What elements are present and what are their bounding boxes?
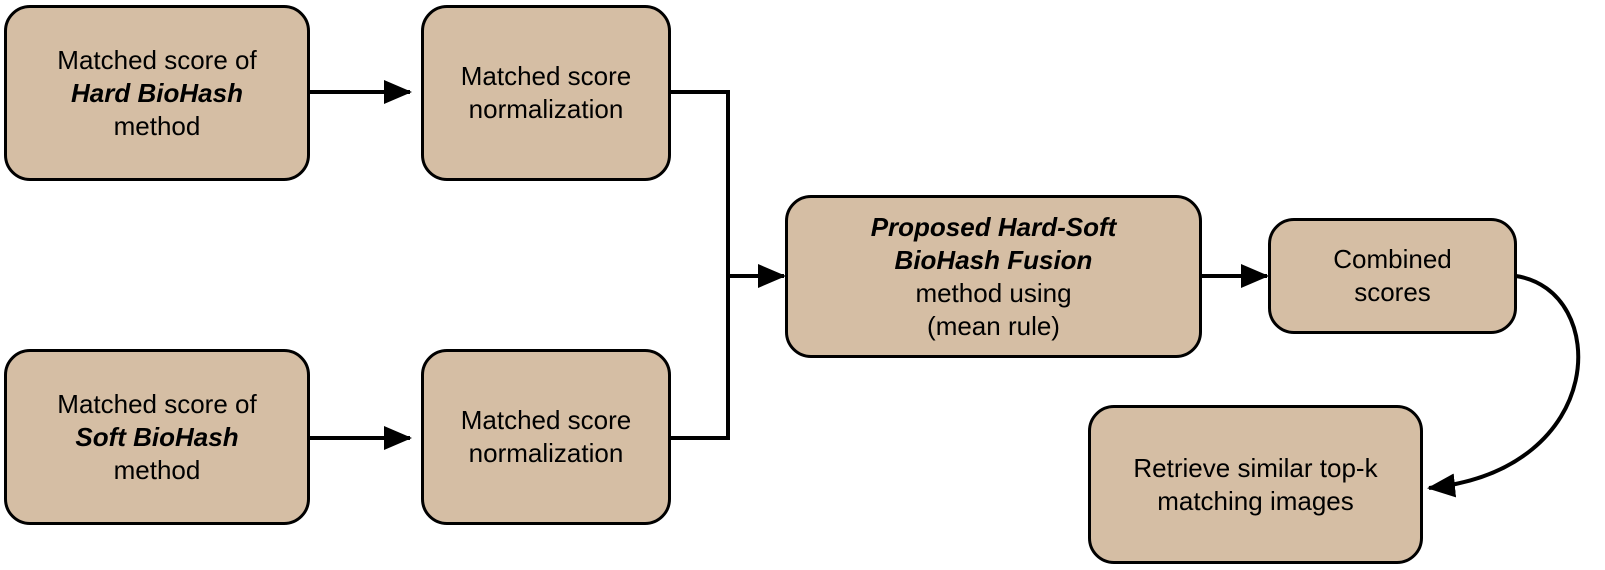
retrieve-line2: matching images [1157,485,1354,516]
soft-normalization-box: Matched score normalization [421,349,671,525]
hard-score-line1: Matched score of [57,44,257,75]
hard-score-line2: Hard BioHash [71,77,243,108]
hard-norm-line2: normalization [468,94,624,124]
soft-score-line2: Soft BioHash [75,421,239,452]
edge-combined-to-retrieve [1427,274,1581,498]
fusion-line2: BioHash Fusion [894,244,1093,275]
combined-line2: scores [1354,277,1431,307]
soft-score-line3: method [113,454,201,485]
fusion-line1: Proposed Hard-Soft [870,211,1117,242]
hard-biohash-score-box: Matched score of Hard BioHash method [4,5,310,181]
fusion-method-box: Proposed Hard-Soft BioHash Fusion method… [785,195,1202,358]
combined-line1: Combined [1333,244,1452,274]
retrieve-images-box: Retrieve similar top-k matching images [1088,405,1423,564]
fusion-line4: (mean rule) [927,310,1060,341]
soft-score-line1: Matched score of [57,388,257,419]
soft-norm-line1: Matched score [460,405,632,435]
hard-normalization-box: Matched score normalization [421,5,671,181]
edge-hard-norm-to-junction [655,90,730,440]
combined-scores-box: Combined scores [1268,218,1517,334]
retrieve-line1: Retrieve similar top-k [1133,452,1378,483]
hard-score-line3: method [113,110,201,141]
fusion-line3: method using [915,277,1072,308]
hard-norm-line1: Matched score [460,61,632,91]
soft-biohash-score-box: Matched score of Soft BioHash method [4,349,310,525]
soft-norm-line2: normalization [468,438,624,468]
